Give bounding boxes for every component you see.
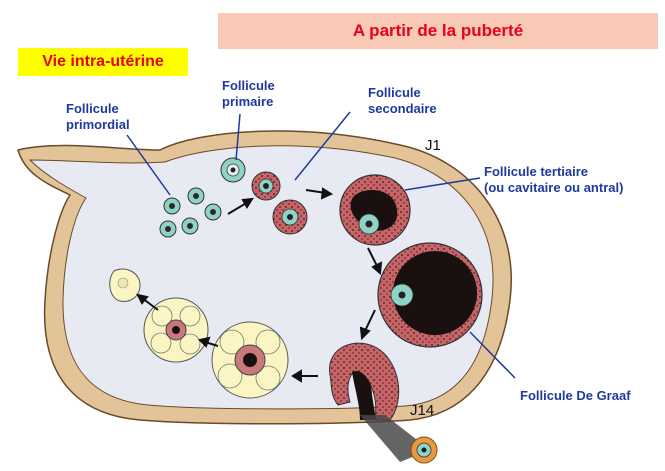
corpus-albicans: [110, 269, 140, 301]
label-j14: J14: [410, 402, 434, 419]
secondary-follicle: [273, 200, 307, 234]
corpus-luteum: [212, 322, 288, 398]
label-follicule-primordial: Follicule primordial: [66, 101, 130, 133]
graaf-follicle: [378, 243, 482, 347]
label-follicule-de-graaf: Follicule De Graaf: [520, 388, 631, 404]
label-follicule-primaire: Follicule primaire: [222, 78, 275, 110]
label-follicule-tertiaire: Follicule tertiaire (ou cavitaire ou ant…: [484, 164, 623, 196]
released-oocyte: [411, 437, 437, 463]
puberty-banner: A partir de la puberté: [218, 13, 658, 49]
label-j1: J1: [425, 137, 441, 154]
label-follicule-secondaire: Follicule secondaire: [368, 85, 437, 117]
tertiary-follicle: [340, 175, 410, 245]
intra-uterine-label: Vie intra-utérine: [18, 48, 188, 76]
